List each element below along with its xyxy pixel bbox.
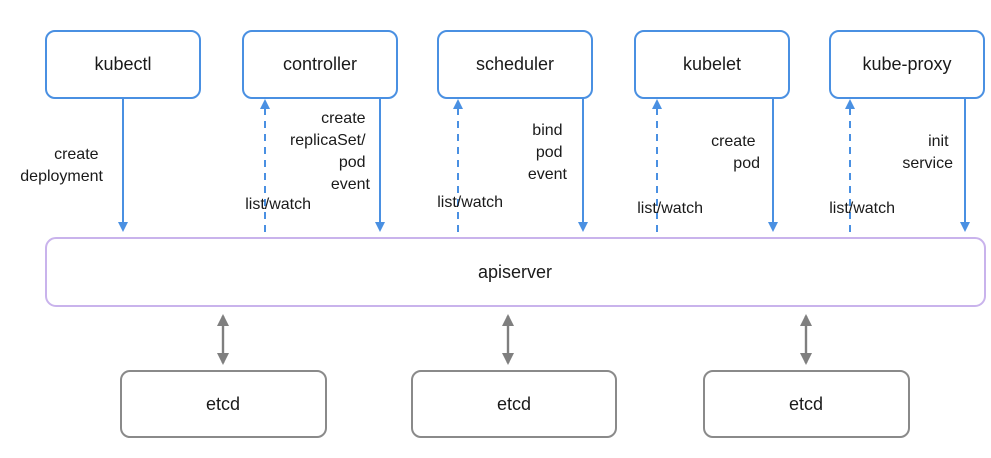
component-label-scheduler: scheduler bbox=[476, 54, 554, 74]
watch-label-kubelet: list/watch bbox=[637, 200, 703, 217]
component-kubelet: kubelet bbox=[634, 30, 790, 99]
component-label-controller: controller bbox=[283, 54, 357, 74]
watch-label-controller: list/watch bbox=[245, 196, 311, 213]
component-scheduler: scheduler bbox=[437, 30, 593, 99]
component-kube-proxy: kube-proxy bbox=[829, 30, 985, 99]
edge-label-kubelet: create pod bbox=[711, 133, 760, 172]
etcd-node-3: etcd bbox=[703, 370, 910, 438]
etcd-label-3: etcd bbox=[789, 394, 823, 414]
component-kubectl: kubectl bbox=[45, 30, 201, 99]
component-label-kubectl: kubectl bbox=[94, 54, 151, 74]
etcd-label-1: etcd bbox=[206, 394, 240, 414]
etcd-label-2: etcd bbox=[497, 394, 531, 414]
watch-label-scheduler: list/watch bbox=[437, 194, 503, 211]
component-label-kubelet: kubelet bbox=[683, 54, 741, 74]
edge-label-kube-proxy: init service bbox=[902, 133, 953, 172]
apiserver-label: apiserver bbox=[478, 262, 552, 282]
etcd-node-1: etcd bbox=[120, 370, 327, 438]
component-label-kube-proxy: kube-proxy bbox=[862, 54, 951, 74]
apiserver-box: apiserver bbox=[45, 237, 986, 307]
watch-label-kube-proxy: list/watch bbox=[829, 200, 895, 217]
etcd-node-2: etcd bbox=[411, 370, 617, 438]
edge-label-controller: create replicaSet/ pod event bbox=[290, 110, 371, 193]
component-controller: controller bbox=[242, 30, 398, 99]
edge-label-kubectl: create deployment bbox=[20, 146, 103, 185]
edge-label-scheduler: bind pod event bbox=[528, 122, 568, 183]
